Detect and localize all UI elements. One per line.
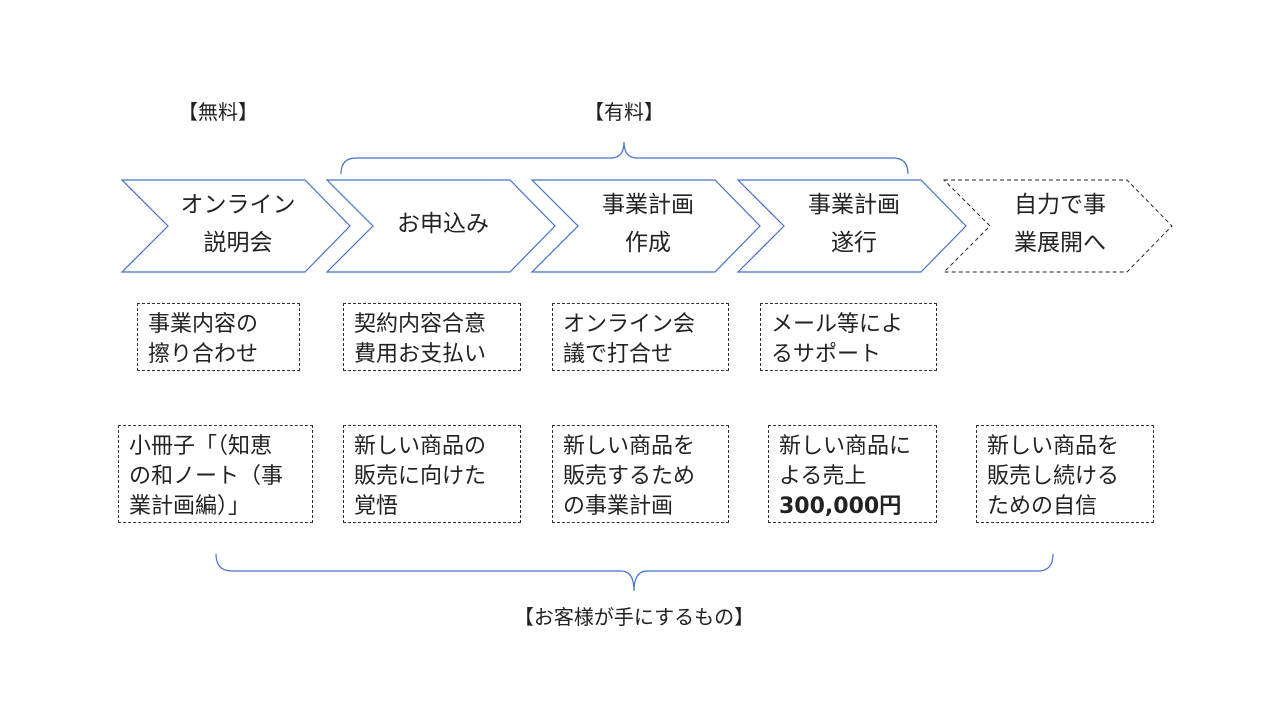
outcome-box-5: 新しい商品を 販売し続ける ための自信	[976, 425, 1154, 523]
paid-brace	[340, 141, 909, 175]
activity-box-3: オンライン会 議で打合せ	[552, 303, 729, 371]
activity-box-1: 事業内容の 擦り合わせ	[137, 303, 300, 371]
chevron-step-2	[325, 179, 556, 273]
chevron-step-3	[530, 179, 761, 273]
outcome-box-3: 新しい商品を 販売するため の事業計画	[552, 425, 729, 523]
step-2-text: お申込み	[397, 211, 489, 237]
customer-brace	[215, 553, 1054, 592]
paid-label: 【有料】	[584, 100, 664, 124]
chevron-step-1	[120, 179, 351, 273]
activity-box-2: 契約内容合意 費用お支払い	[343, 303, 521, 371]
free-label: 【無料】	[178, 100, 258, 124]
outcome-box-1: 小冊子「（知恵 の和ノート（事 業計画編）」	[118, 425, 313, 523]
step-1-text: オンライン 説明会	[180, 192, 296, 256]
chevron-step-5	[942, 179, 1173, 273]
step-5-text: 自力で事 業展開へ	[1014, 192, 1106, 256]
outcome-box-4: 新しい商品に よる売上 300,000円	[768, 425, 937, 523]
outcome-box-2: 新しい商品の 販売に向けた 覚悟	[343, 425, 521, 523]
customer-label: 【お客様が手にするもの】	[513, 605, 755, 629]
activity-box-4: メール等によ るサポート	[760, 303, 937, 371]
chevron-step-4	[736, 179, 967, 273]
step-4-text: 事業計画 遂行	[808, 192, 900, 256]
sales-amount: 300,000円	[779, 494, 902, 519]
step-3-text: 事業計画 作成	[602, 192, 694, 256]
